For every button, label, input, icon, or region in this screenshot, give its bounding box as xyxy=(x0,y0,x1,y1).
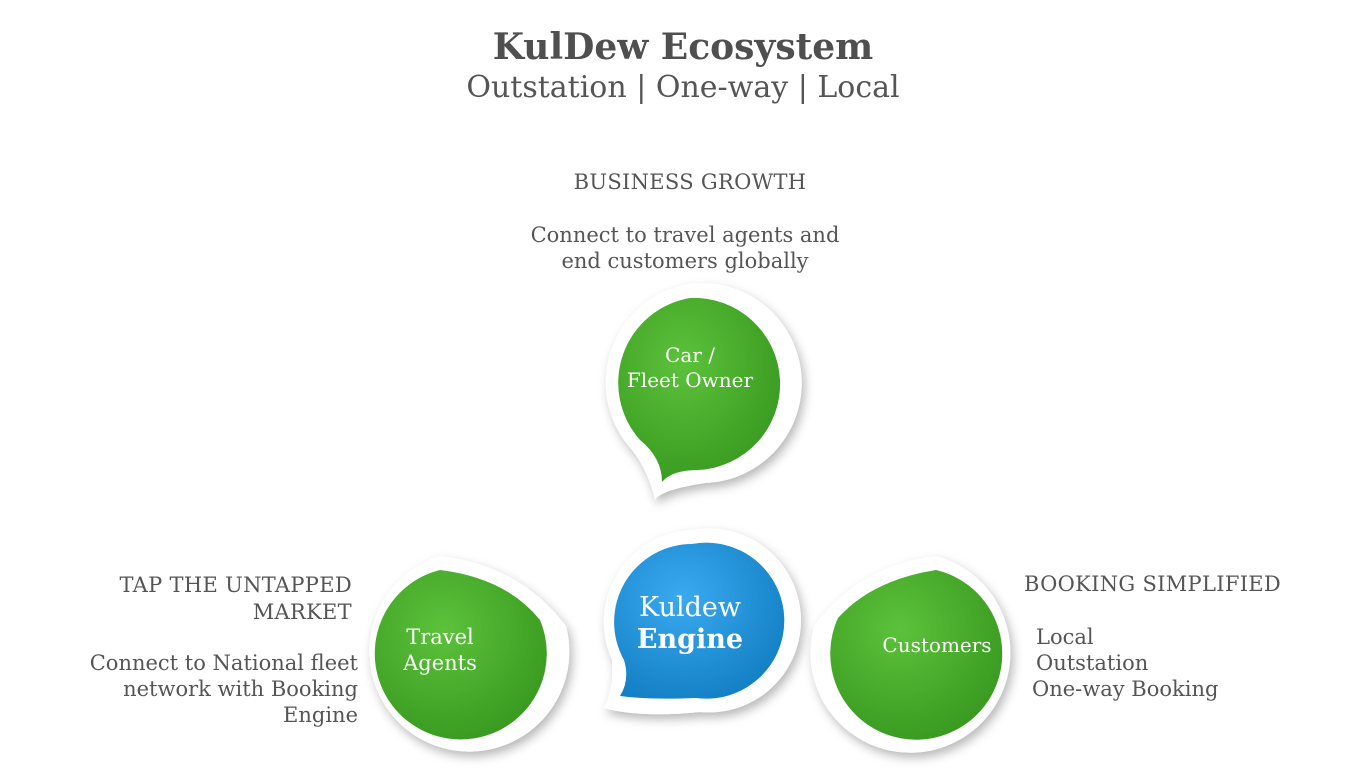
fleet-owner-label-line: Fleet Owner xyxy=(626,368,754,392)
travel-agents-label-line: Travel xyxy=(406,625,474,649)
page-title: KulDew Ecosystem xyxy=(492,26,874,68)
description-line: Outstation xyxy=(1036,651,1149,675)
business-growth-heading: BUSINESS GROWTH xyxy=(573,170,807,194)
booking-simplified-heading: BOOKING SIMPLIFIED xyxy=(1024,572,1282,596)
heading-line: MARKET xyxy=(252,600,352,624)
business-growth-description: Connect to travel agents and end custome… xyxy=(480,222,890,274)
engine-label-line: Engine xyxy=(636,624,744,655)
untapped-market-description: Connect to National fleet network with B… xyxy=(40,650,358,728)
description-line: Connect to National fleet xyxy=(89,651,358,675)
engine-label-line: Kuldew xyxy=(639,592,741,623)
page-subtitle: Outstation | One-way | Local xyxy=(466,70,900,105)
fleet-owner-label: Car / Fleet Owner xyxy=(604,343,776,393)
customers-bubble xyxy=(810,556,1011,753)
description-line: Connect to travel agents and xyxy=(530,223,840,247)
description-line: Engine xyxy=(283,703,358,727)
booking-simplified-description: Local Outstation One-way Booking xyxy=(1032,624,1292,702)
travel-agents-label-line: Agents xyxy=(403,651,477,675)
travel-agents-label: Travel Agents xyxy=(364,624,516,676)
engine-bubble xyxy=(603,528,801,715)
heading-line: TAP THE UNTAPPED xyxy=(119,573,352,597)
description-line: network with Booking xyxy=(123,677,358,701)
engine-label: Kuldew Engine xyxy=(608,592,772,656)
untapped-market-heading: TAP THE UNTAPPED MARKET xyxy=(60,572,352,626)
description-line: Local xyxy=(1036,625,1094,649)
description-line: One-way Booking xyxy=(1032,677,1219,701)
description-line: end customers globally xyxy=(561,249,809,273)
customers-label: Customers xyxy=(882,633,992,657)
fleet-owner-bubble xyxy=(605,283,802,500)
travel-agents-bubble xyxy=(369,556,570,752)
fleet-owner-label-line: Car / xyxy=(665,343,715,367)
